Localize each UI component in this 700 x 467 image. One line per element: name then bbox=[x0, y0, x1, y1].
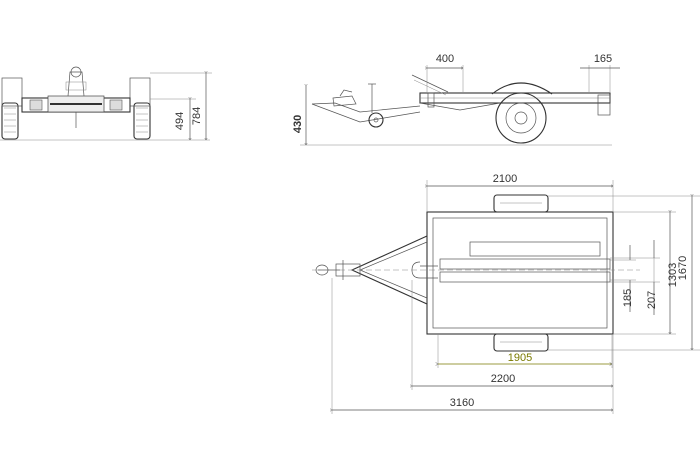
dim-total-height-label: 784 bbox=[191, 107, 203, 125]
top-bed-outline bbox=[426, 211, 614, 335]
side-jockey-wheel bbox=[368, 112, 384, 128]
dim-bed-length-label: 1905 bbox=[508, 352, 532, 364]
front-right-wheel bbox=[133, 102, 151, 140]
side-ramp bbox=[411, 74, 449, 93]
top-loading-rail-upper bbox=[469, 241, 601, 257]
front-left-fender bbox=[1, 77, 23, 107]
side-wheel bbox=[495, 92, 547, 144]
top-view: 2100 1670 1303 207 185 1905 2200 bbox=[312, 173, 700, 414]
front-right-fender bbox=[129, 77, 151, 107]
side-view: 430 400 165 bbox=[292, 53, 620, 145]
top-center-rail bbox=[439, 258, 611, 270]
dim-rail-b-label: 185 bbox=[622, 289, 634, 307]
side-fender bbox=[491, 82, 553, 95]
dim-width-total-label: 1670 bbox=[677, 256, 689, 280]
top-lower-fender bbox=[493, 333, 549, 352]
dim-rail-a-label: 207 bbox=[646, 291, 658, 309]
dim-width-outer-label: 2100 bbox=[493, 173, 517, 185]
dim-total-length-label: 3160 bbox=[450, 397, 474, 409]
dim-drawbar-height-label: 430 bbox=[292, 115, 304, 133]
dim-ramp-offset-label: 400 bbox=[436, 53, 454, 65]
front-view: 494 784 bbox=[0, 66, 212, 140]
top-center-rail-2 bbox=[439, 271, 611, 283]
side-drawbar bbox=[311, 102, 421, 113]
top-upper-fender bbox=[493, 194, 549, 213]
dim-deck-height-label: 494 bbox=[174, 112, 186, 130]
front-left-wheel bbox=[1, 102, 19, 140]
dim-body-length-label: 2200 bbox=[491, 373, 515, 385]
dim-rear-overhang-label: 165 bbox=[594, 53, 612, 65]
dim-width-inner-label: 1303 bbox=[667, 263, 679, 287]
